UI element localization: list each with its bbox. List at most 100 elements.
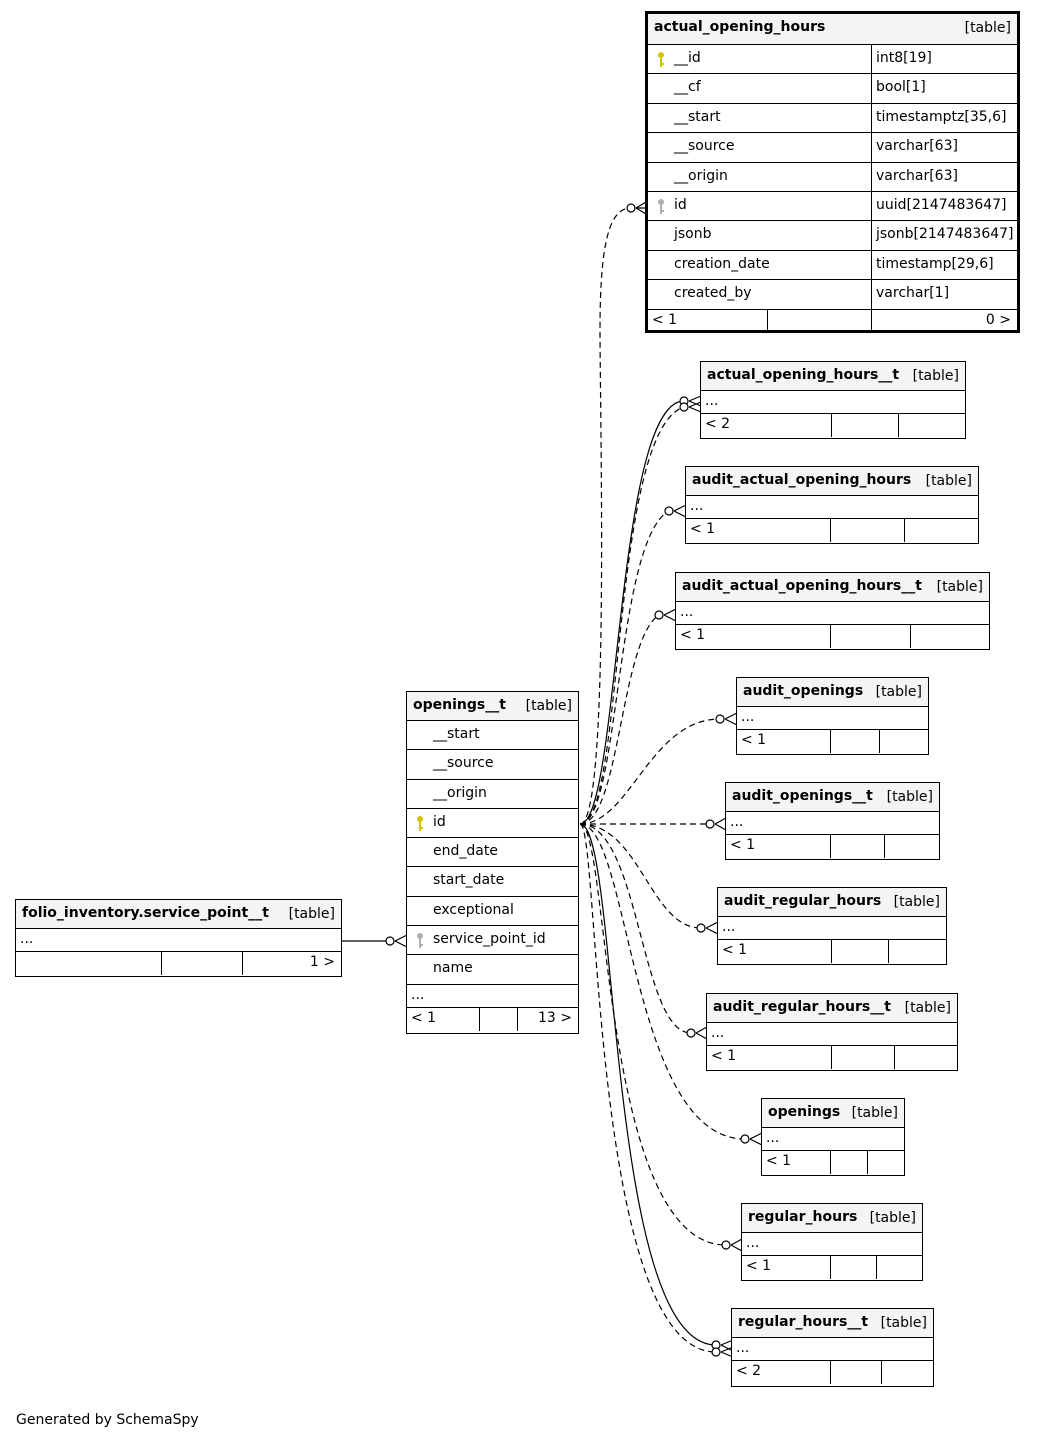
column-type: timestamptz[35,6] xyxy=(876,108,1007,125)
table-footer: < 1 0 > xyxy=(648,309,1017,333)
table-tag: [table] xyxy=(904,1000,951,1016)
table-header: audit_openings [table] xyxy=(737,678,928,707)
table-name: regular_hours__t xyxy=(738,1314,869,1330)
table-tag: [table] xyxy=(851,1105,898,1121)
parent-count: < 1 xyxy=(722,942,748,958)
table-name: audit_openings__t xyxy=(732,788,873,804)
rel-regular-hours xyxy=(579,823,727,1246)
table-tag: [table] xyxy=(880,1315,927,1331)
table-audit-regular-hours-t[interactable]: audit_regular_hours__t [table] ... < 1 xyxy=(706,993,958,1071)
column-name: id xyxy=(674,196,687,213)
table-audit-openings[interactable]: audit_openings [table] ... < 1 xyxy=(736,677,929,755)
column-name: creation_date xyxy=(674,255,770,272)
table-footer: < 1 13 > xyxy=(407,1007,578,1031)
column-row: exceptional xyxy=(407,897,578,927)
column-row: __origin varchar[63] xyxy=(648,162,1017,192)
table-audit-openings-t[interactable]: audit_openings__t [table] ... < 1 xyxy=(725,782,940,860)
table-service-point-t[interactable]: folio_inventory.service_point__t [table]… xyxy=(15,899,342,977)
table-name: openings__t xyxy=(413,697,506,713)
column-row: creation_date timestamp[29,6] xyxy=(648,250,1017,281)
table-tag: [table] xyxy=(912,368,959,384)
column-type: varchar[63] xyxy=(876,138,958,155)
table-openings[interactable]: openings [table] ... < 1 xyxy=(761,1098,905,1176)
column-row: name xyxy=(407,955,578,985)
table-name: audit_regular_hours xyxy=(724,893,882,909)
table-tag: [table] xyxy=(964,20,1011,36)
more-columns: ... xyxy=(762,1128,904,1151)
column-row: __origin xyxy=(407,780,578,809)
more-columns: ... xyxy=(718,917,946,940)
column-row: start_date xyxy=(407,867,578,897)
column-type: timestamp[29,6] xyxy=(876,255,994,272)
table-header: audit_actual_opening_hours__t [table] xyxy=(676,573,989,602)
column-name: __start xyxy=(674,108,721,125)
column-type: jsonb[2147483647] xyxy=(876,226,1014,243)
table-openings-t[interactable]: openings__t [table] __start __source __o… xyxy=(406,691,579,1034)
table-audit-regular-hours[interactable]: audit_regular_hours [table] ... < 1 xyxy=(717,887,947,965)
column-name: jsonb xyxy=(674,226,712,243)
column-type: varchar[1] xyxy=(876,285,950,302)
column-type: int8[19] xyxy=(876,50,932,66)
table-regular-hours[interactable]: regular_hours [table] ... < 1 xyxy=(741,1203,923,1281)
parent-count: < 1 xyxy=(680,627,706,643)
column-row: __id int8[19] xyxy=(648,45,1017,75)
table-audit-actual-opening-hours[interactable]: audit_actual_opening_hours [table] ... <… xyxy=(685,466,979,544)
rel-openings xyxy=(579,823,746,1140)
column-row: __start timestamptz[35,6] xyxy=(648,103,1017,134)
table-name: audit_actual_opening_hours__t xyxy=(682,578,922,594)
column-row: created_by varchar[1] xyxy=(648,280,1017,310)
column-type: varchar[63] xyxy=(876,167,958,184)
table-tag: [table] xyxy=(886,789,933,805)
table-header: folio_inventory.service_point__t [table] xyxy=(16,900,341,929)
table-audit-actual-opening-hours-t[interactable]: audit_actual_opening_hours__t [table] ..… xyxy=(675,572,990,650)
table-tag: [table] xyxy=(936,579,983,595)
rel-audit-regular-hours xyxy=(579,823,702,929)
table-footer: < 1 xyxy=(718,940,946,963)
more-columns: ... xyxy=(742,1233,922,1256)
primary-key-icon xyxy=(417,815,423,831)
column-type: bool[1] xyxy=(876,79,926,96)
table-name: openings xyxy=(768,1104,841,1120)
table-header: actual_opening_hours [table] xyxy=(648,14,1017,45)
column-name: id xyxy=(433,813,446,830)
table-actual-opening-hours-t[interactable]: actual_opening_hours__t [table] ... < 2 xyxy=(700,361,966,439)
rel-audit-regular-hours-t xyxy=(579,823,692,1034)
column-row: __source xyxy=(407,750,578,780)
table-header: audit_regular_hours [table] xyxy=(718,888,946,917)
column-name: __start xyxy=(433,726,480,742)
child-count: 0 > xyxy=(985,311,1011,328)
column-name: __id xyxy=(674,50,701,66)
column-row: service_point_id xyxy=(407,926,578,956)
column-name: end_date xyxy=(433,843,498,860)
more-columns: ... xyxy=(726,812,939,835)
more-columns: ... xyxy=(732,1338,933,1361)
column-row: end_date xyxy=(407,838,578,868)
column-type: uuid[2147483647] xyxy=(876,196,1007,213)
more-columns: ... xyxy=(16,929,341,952)
child-count: 13 > xyxy=(538,1009,572,1026)
table-tag: [table] xyxy=(925,473,972,489)
rel-regular-hours-t-solid xyxy=(579,823,717,1346)
column-name: name xyxy=(433,960,473,977)
column-name: __cf xyxy=(674,79,701,96)
generated-by-note: Generated by SchemaSpy xyxy=(16,1412,199,1428)
table-actual-opening-hours[interactable]: actual_opening_hours [table] __id int8[1… xyxy=(645,11,1020,333)
table-header: regular_hours__t [table] xyxy=(732,1309,933,1338)
table-footer: < 1 xyxy=(726,835,939,858)
table-regular-hours-t[interactable]: regular_hours__t [table] ... < 2 xyxy=(731,1308,934,1387)
column-name: __origin xyxy=(674,167,728,184)
table-header: audit_regular_hours__t [table] xyxy=(707,994,957,1023)
column-row: id uuid[2147483647] xyxy=(648,191,1017,222)
table-footer: < 2 xyxy=(732,1361,933,1384)
table-header: openings [table] xyxy=(762,1099,904,1128)
parent-count: < 1 xyxy=(741,732,767,748)
column-name: __source xyxy=(433,755,494,772)
column-name: exceptional xyxy=(433,901,514,918)
column-name: created_by xyxy=(674,285,752,302)
table-footer: < 1 xyxy=(707,1046,957,1069)
parent-count: < 1 xyxy=(411,1009,437,1026)
table-tag: [table] xyxy=(893,894,940,910)
rel-actual-opening-hours-t-dashed xyxy=(579,406,685,825)
column-row: id xyxy=(407,809,578,839)
